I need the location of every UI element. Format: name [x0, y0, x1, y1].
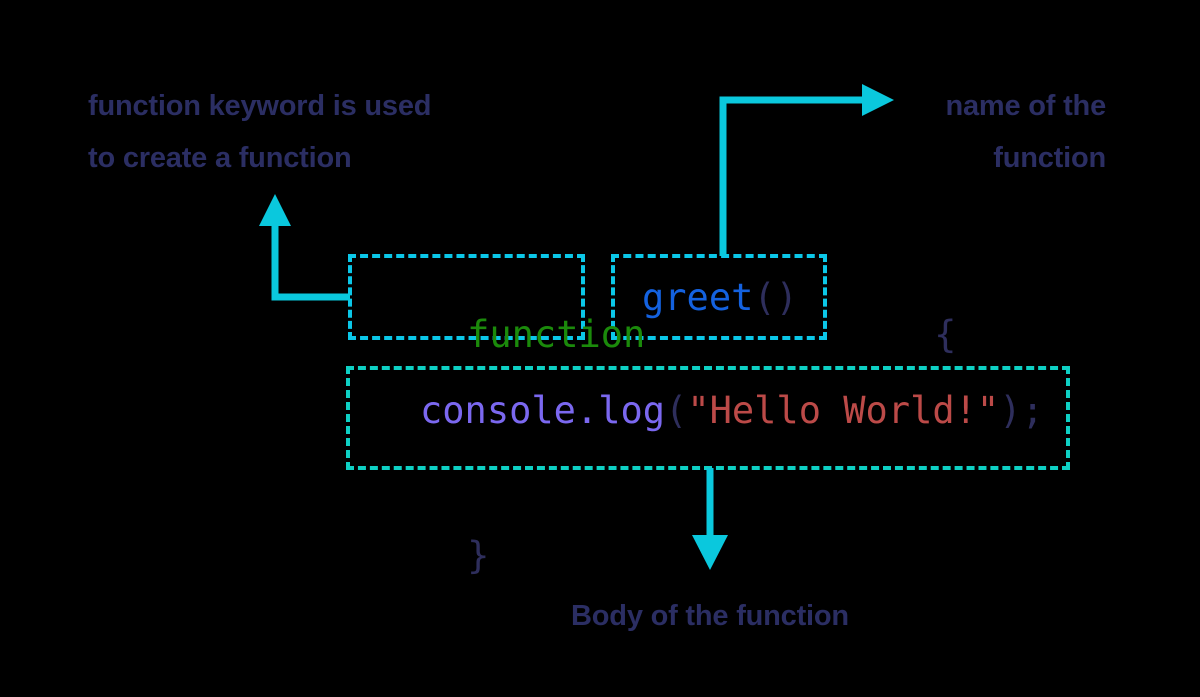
code-token-open-brace: {	[845, 279, 956, 390]
annotation-function-body-line1: Body of the function	[571, 600, 849, 632]
annotation-function-keyword: function keyword is used to create a fun…	[88, 80, 431, 184]
highlight-box-keyword	[348, 254, 585, 340]
annotation-function-body: Body of the function	[500, 590, 920, 642]
annotation-function-keyword-line2: to create a function	[88, 142, 352, 174]
annotation-function-name: name of the function	[836, 80, 1106, 184]
annotation-function-keyword-line1: function keyword is used	[88, 90, 432, 122]
arrow-to-function-keyword	[259, 194, 350, 301]
code-token-close-brace: }	[378, 500, 489, 611]
code-brace-open: {	[934, 313, 957, 356]
code-string-hello-world: "Hello World!"	[687, 389, 1000, 432]
code-token-keyword: function	[378, 279, 645, 390]
highlight-box-function-name	[611, 254, 827, 340]
code-token-body-statement: console.log("Hello World!");	[420, 392, 1044, 429]
arrow-head-down-icon	[692, 535, 728, 570]
arrow-head-up-left-icon	[259, 194, 291, 226]
code-function-name-greet: greet	[642, 276, 754, 319]
annotation-function-name-line2: function	[993, 142, 1106, 174]
code-body-paren-open: (	[665, 389, 688, 432]
code-token-function-signature: greet()	[642, 279, 798, 316]
code-parentheses: ()	[753, 276, 798, 319]
code-brace-close: }	[467, 534, 490, 577]
annotation-function-name-line1: name of the	[945, 90, 1106, 122]
code-method-console-log: console.log	[420, 389, 666, 432]
arrow-to-function-body	[692, 468, 728, 570]
code-body-paren-close: )	[999, 389, 1022, 432]
code-body-semicolon: ;	[1021, 389, 1044, 432]
code-keyword-function: function	[467, 313, 646, 356]
